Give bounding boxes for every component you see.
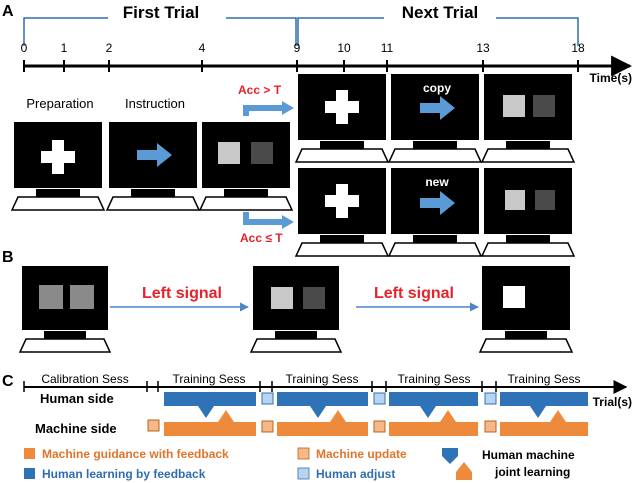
- first-trial-bracket: First Trial: [23, 3, 297, 46]
- joint-learning-block-2: [277, 392, 368, 436]
- legend-joint-human-icon: [442, 448, 458, 464]
- stimulus-square-white: [503, 286, 525, 308]
- stage-preparation-label: Preparation: [26, 96, 93, 111]
- right-arrow-icon: [137, 143, 172, 167]
- legend-swatch-human-learning: [24, 468, 35, 479]
- fixation-cross-icon: [41, 140, 75, 174]
- new-label: new: [425, 175, 449, 189]
- legend-human-learning: Human learning by feedback: [42, 467, 206, 481]
- session-axis: [23, 380, 628, 394]
- stimulus-square-dark: [251, 142, 273, 164]
- human-side-label: Human side: [40, 391, 114, 406]
- fixation-cross-icon: [325, 184, 359, 218]
- tick-label: 18: [571, 41, 585, 55]
- machine-side-label: Machine side: [35, 421, 117, 436]
- stimulus-square-dark: [533, 95, 555, 117]
- machine-update-square: [484, 420, 497, 433]
- branch-arrows: [243, 101, 294, 229]
- legend-machine-update: Machine update: [316, 447, 407, 461]
- legend-joint-machine-icon: [456, 462, 472, 480]
- stimulus-square-dark: [535, 190, 555, 210]
- machine-update-square: [147, 419, 160, 432]
- tick-label: 13: [476, 41, 490, 55]
- stage-instruction-label: Instruction: [125, 96, 185, 111]
- stimulus-square-light: [218, 142, 240, 164]
- session-label: Training Sess: [286, 372, 359, 386]
- monitor-upper-copy: copy: [387, 74, 483, 163]
- legend-human-adjust: Human adjust: [316, 467, 395, 481]
- left-signal-label: Left signal: [374, 285, 454, 302]
- left-signal-label: Left signal: [142, 285, 222, 302]
- panel-a-label: A: [2, 3, 14, 20]
- human-adjust-square: [484, 392, 497, 405]
- legend-machine-guidance: Machine guidance with feedback: [42, 447, 229, 461]
- tick-label: 4: [199, 41, 206, 55]
- time-axis-label: Time(s): [590, 71, 632, 85]
- copy-label: copy: [423, 81, 451, 95]
- monitor-b1: [18, 266, 112, 353]
- monitor-upper-cross: [294, 74, 390, 163]
- panel-c-label: C: [2, 373, 14, 390]
- monitor-b2: [249, 266, 343, 353]
- time-axis: [23, 55, 633, 77]
- monitor-b3: [478, 266, 574, 353]
- machine-update-square: [261, 420, 274, 433]
- human-adjust-square: [261, 392, 274, 405]
- legend-joint-learning-2: joint learning: [494, 465, 570, 479]
- stimulus-square-light: [271, 287, 293, 309]
- legend-swatch-machine-guidance: [24, 448, 35, 459]
- branch-upper-label: Acc > T: [238, 83, 282, 97]
- joint-learning-block-4: [500, 392, 588, 436]
- tick-label: 9: [294, 41, 301, 55]
- monitor-instruction: [105, 122, 201, 211]
- next-trial-label: Next Trial: [402, 3, 479, 22]
- tick-label: 0: [21, 41, 28, 55]
- joint-learning-block-3: [389, 392, 478, 436]
- stimulus-square-light: [503, 95, 525, 117]
- trial-axis-label: Trial(s): [593, 395, 632, 409]
- tick-label: 10: [337, 41, 351, 55]
- session-label: Calibration Sess: [41, 372, 128, 386]
- branch-lower-label: Acc ≤ T: [240, 231, 283, 245]
- monitor-preparation: [10, 122, 106, 211]
- right-arrow-icon: [420, 191, 455, 215]
- next-trial-bracket: Next Trial: [297, 3, 579, 46]
- legend-swatch-human-adjust: [297, 467, 310, 480]
- monitor-lower-new: new: [387, 168, 483, 257]
- joint-learning-block-1: [164, 392, 256, 436]
- right-arrow-icon: [420, 96, 455, 120]
- legend: Machine guidance with feedback Human lea…: [24, 447, 575, 481]
- session-label: Training Sess: [173, 372, 246, 386]
- session-label: Training Sess: [508, 372, 581, 386]
- machine-update-square: [373, 420, 386, 433]
- monitor-lower-stimulus: [480, 168, 576, 257]
- stimulus-square-light: [505, 190, 525, 210]
- monitor-upper-stimulus: [480, 74, 576, 163]
- legend-joint-learning-1: Human machine: [482, 448, 575, 462]
- legend-swatch-machine-update: [297, 447, 310, 460]
- stimulus-square-grey: [39, 285, 63, 309]
- fixation-cross-icon: [325, 90, 359, 124]
- tick-label: 2: [106, 41, 113, 55]
- session-label: Training Sess: [398, 372, 471, 386]
- human-adjust-square: [373, 392, 386, 405]
- panel-b-label: B: [2, 249, 14, 266]
- tick-label: 1: [61, 41, 68, 55]
- stimulus-square-dark: [303, 287, 325, 309]
- tick-label: 11: [381, 41, 394, 55]
- monitor-lower-cross: [294, 168, 390, 257]
- monitor-stimulus: [198, 122, 294, 211]
- first-trial-label: First Trial: [123, 3, 200, 22]
- stimulus-square-grey: [70, 285, 94, 309]
